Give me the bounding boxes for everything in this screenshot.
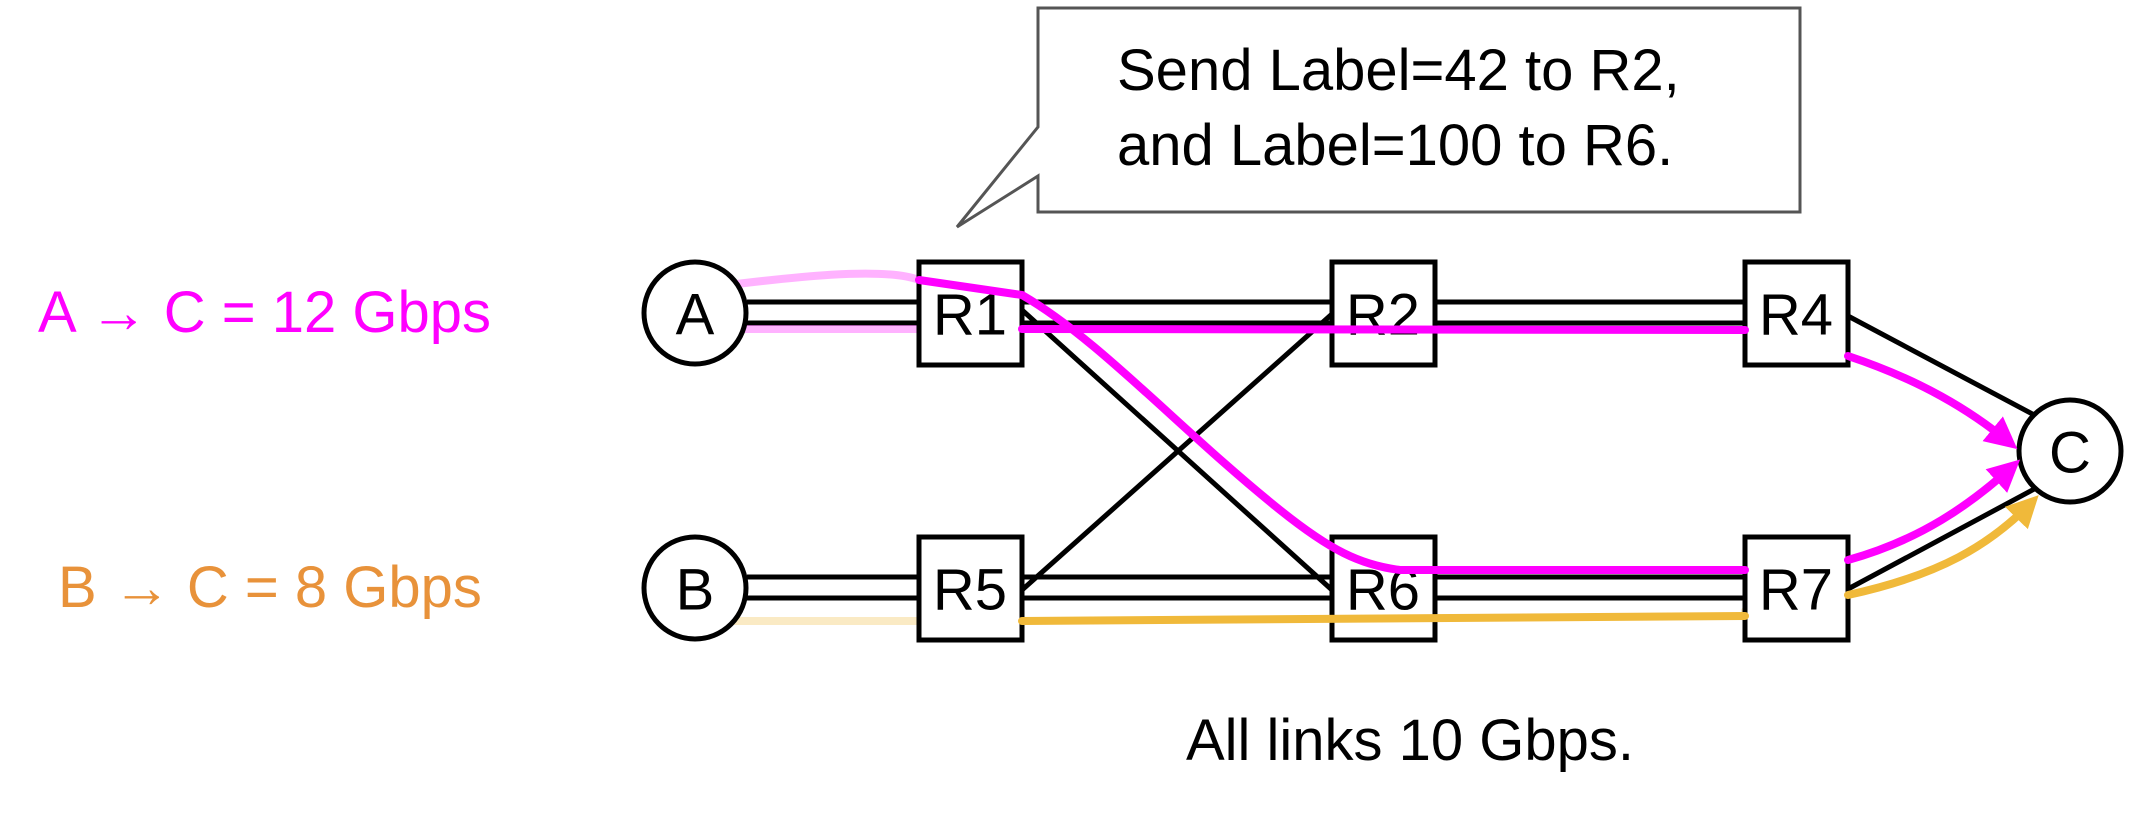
router-r7-box [1742, 534, 1851, 643]
node-a-label: A [676, 283, 715, 348]
router-r5-label: R5 [933, 558, 1007, 623]
flow-b-path [1018, 612, 1749, 625]
flow-a-upper-faded [708, 269, 923, 291]
router-r4-label: R4 [1759, 283, 1833, 348]
nodes: A B C R1 R2 R4 R5 R6 [641, 259, 2124, 643]
link-r5-r2 [1020, 312, 1334, 592]
router-r2-label: R2 [1346, 283, 1420, 348]
router-r2[interactable]: R2 [1329, 259, 1438, 368]
node-b-circle [641, 534, 749, 642]
callout-bubble [955, 6, 1802, 229]
node-a-circle [641, 259, 749, 367]
node-b-label: B [676, 558, 715, 623]
node-b[interactable]: B [641, 534, 749, 642]
router-r1[interactable]: R1 [916, 259, 1025, 368]
demand-a-to-c-label: A → C = 12 Gbps [38, 280, 491, 345]
demand-b-to-c-label: B → C = 8 Gbps [58, 555, 482, 620]
router-r7[interactable]: R7 [1742, 534, 1851, 643]
node-a[interactable]: A [641, 259, 749, 367]
callout-line-2: and Label=100 to R6. [1117, 113, 1673, 178]
flow-a-arrow-via-r7 [1844, 459, 2021, 564]
node-c-label: C [2049, 421, 2091, 486]
callout-line-1: Send Label=42 to R2, [1117, 38, 1680, 103]
router-r7-label: R7 [1759, 558, 1833, 623]
router-r2-box [1329, 259, 1438, 368]
flow-a-arrow-via-r4 [1844, 352, 2018, 450]
router-r5-box [916, 534, 1025, 643]
router-r4-box [1742, 259, 1851, 368]
node-c-circle [2016, 397, 2124, 505]
router-r4[interactable]: R4 [1742, 259, 1851, 368]
link-r4-c [1846, 313, 2040, 420]
flow-paths [915, 276, 2039, 625]
links [747, 299, 2040, 601]
callout: Send Label=42 to R2, and Label=100 to R6… [955, 6, 1802, 229]
node-c[interactable]: C [2016, 397, 2124, 505]
router-r5[interactable]: R5 [916, 534, 1025, 643]
flow-b-arrow [1844, 495, 2039, 599]
link-r7-c [1846, 484, 2040, 592]
link-capacity-note: All links 10 Gbps. [1186, 708, 1634, 773]
flow-a-path-via-r2 [1018, 325, 1749, 334]
